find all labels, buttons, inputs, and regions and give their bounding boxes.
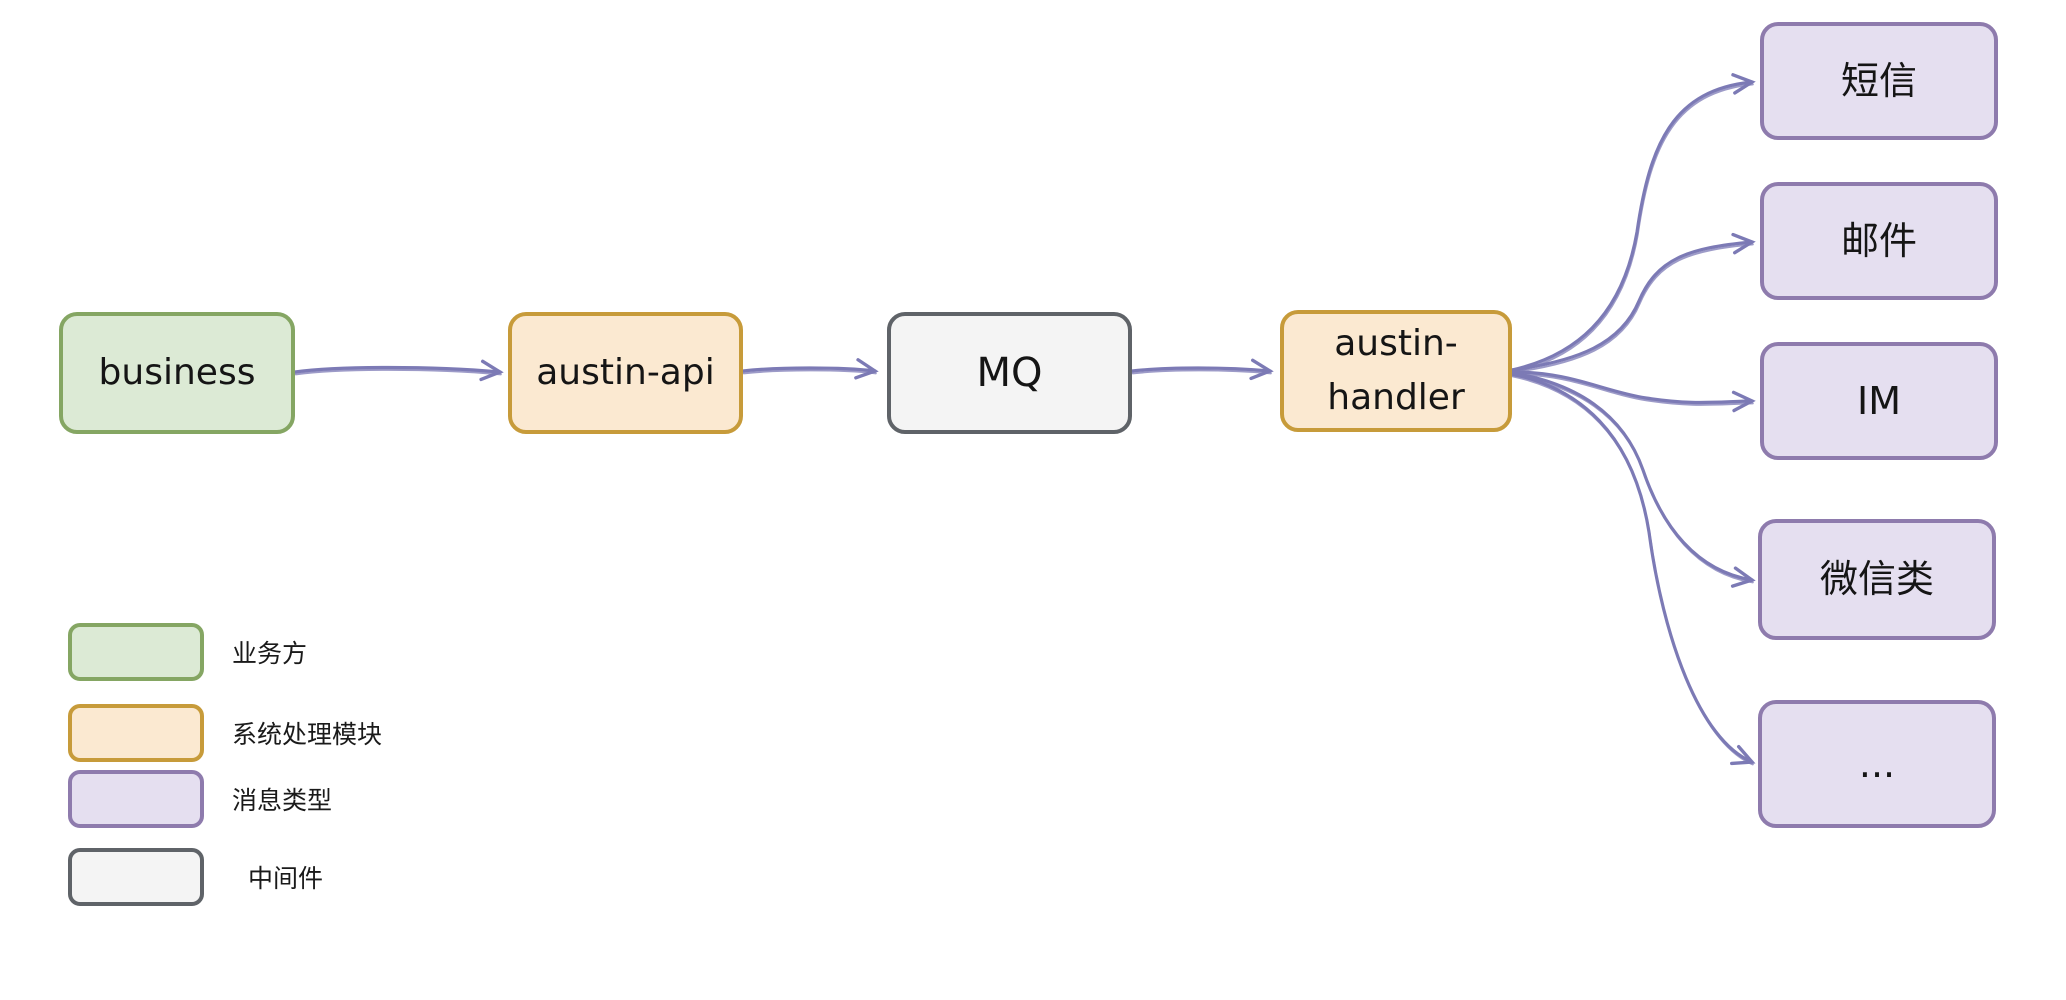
node-label-email: 邮件 <box>1840 218 1917 263</box>
legend-label-business: 业务方 <box>232 639 308 668</box>
node-label-sms: 短信 <box>1840 58 1917 103</box>
node-label-austin-api: austin-api <box>536 352 715 393</box>
edge-mq-austin-handler <box>1130 358 1274 381</box>
legend-item-middleware: 中间件 <box>68 848 323 906</box>
edge-sketch-stroke-austin-handler-wechat <box>1511 374 1754 584</box>
node-label-austin-handler: austin- handler <box>1327 323 1465 418</box>
node-business: business <box>59 312 295 434</box>
edge-sketch-stroke-business-austin-api <box>294 368 502 376</box>
node-label-mq: MQ <box>976 350 1043 396</box>
node-im: IM <box>1760 342 1998 460</box>
node-label-more: ... <box>1858 741 1896 786</box>
edge-austin-handler-email <box>1510 232 1756 372</box>
node-wechat: 微信类 <box>1758 519 1996 640</box>
legend-swatch-message <box>68 770 204 828</box>
node-sms: 短信 <box>1760 22 1998 140</box>
node-label-wechat: 微信类 <box>1819 557 1934 601</box>
legend-item-message: 消息类型 <box>68 770 332 828</box>
legend-item-module: 系统处理模块 <box>68 704 382 762</box>
node-label-im: IM <box>1857 378 1901 423</box>
edge-sketch-stroke-austin-handler-sms <box>1511 83 1754 374</box>
edge-austin-api-mq <box>741 358 879 380</box>
legend-swatch-middleware <box>68 848 204 906</box>
edge-business-austin-api <box>293 359 504 382</box>
legend-swatch-business <box>68 623 204 681</box>
edge-sketch-stroke-austin-handler-im <box>1511 373 1754 406</box>
legend-label-middleware: 中间件 <box>248 864 324 893</box>
edge-austin-handler-sms <box>1510 73 1756 372</box>
legend-label-module: 系统处理模块 <box>232 720 383 749</box>
node-mq: MQ <box>887 312 1132 434</box>
edge-austin-handler-im <box>1510 370 1756 413</box>
edge-austin-handler-wechat <box>1510 371 1756 588</box>
legend-label-message: 消息类型 <box>232 786 333 815</box>
node-email: 邮件 <box>1760 182 1998 300</box>
legend-swatch-module <box>68 704 204 762</box>
node-more: ... <box>1758 700 1996 828</box>
node-austin-handler: austin- handler <box>1280 310 1512 432</box>
node-label-business: business <box>98 352 256 393</box>
edge-sketch-stroke-austin-handler-email <box>1511 243 1754 374</box>
node-austin-api: austin-api <box>508 312 743 434</box>
edge-austin-handler-more <box>1510 372 1756 766</box>
legend-item-business: 业务方 <box>68 623 307 681</box>
